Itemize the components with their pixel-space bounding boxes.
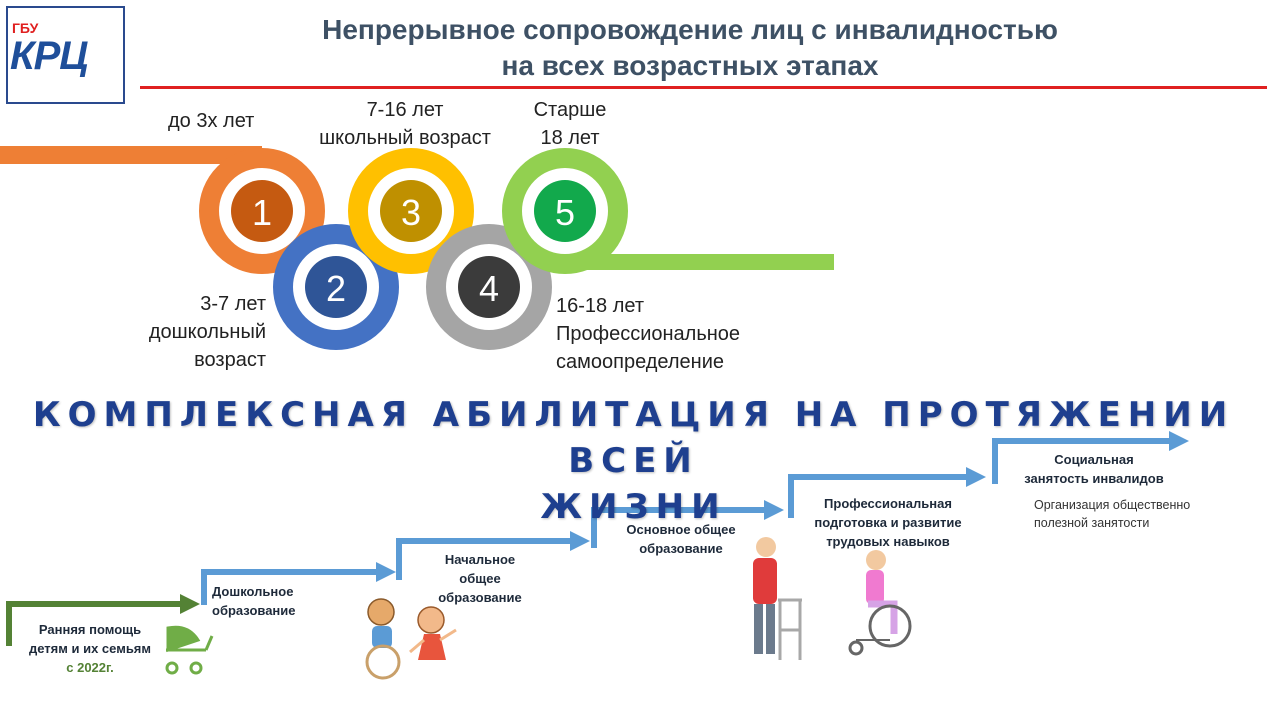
disc-number-5: 5 bbox=[555, 192, 575, 233]
stroller-icon bbox=[165, 625, 214, 675]
timeline-label-3: 7-16 лет школьный возраст bbox=[319, 99, 491, 149]
motto-heading: КОМПЛЕКСНАЯ АБИЛИТАЦИЯ НА ПРОТЯЖЕНИИ ВСЕ… bbox=[0, 392, 1267, 530]
stair-1 bbox=[6, 601, 180, 646]
stair-arrowhead-2 bbox=[376, 562, 396, 582]
stair-arrowhead-3 bbox=[570, 531, 590, 551]
timeline-label-2: 3-7 лет дошкольный возраст bbox=[148, 293, 266, 371]
ring-2 bbox=[273, 224, 399, 350]
step-label-5: Профессиональная подготовка и развитие т… bbox=[814, 496, 962, 549]
stair-2 bbox=[201, 569, 376, 605]
stair-arrowhead-5 bbox=[966, 467, 986, 487]
motto-line-1: КОМПЛЕКСНАЯ АБИЛИТАЦИЯ НА ПРОТЯЖЕНИИ ВСЕ… bbox=[32, 395, 1235, 481]
children-icon bbox=[365, 598, 457, 680]
step-note: с 2022г. bbox=[66, 660, 114, 675]
stair-6 bbox=[992, 438, 1169, 484]
wheelchair-woman-icon bbox=[848, 550, 912, 656]
title-line-2: на всех возрастных этапах bbox=[501, 50, 879, 81]
stair-5 bbox=[788, 474, 966, 518]
ring-4 bbox=[426, 224, 552, 350]
timeline-orange-line bbox=[0, 146, 262, 164]
timeline-green-line bbox=[565, 254, 834, 270]
ring-3 bbox=[348, 148, 474, 274]
step-label-1: Ранняя помощь детям и их семьям с 2022г. bbox=[12, 620, 168, 677]
disc-5 bbox=[534, 180, 596, 242]
header-divider bbox=[140, 86, 1267, 89]
timeline-label-4: 16-18 лет Профессиональное самоопределен… bbox=[556, 295, 741, 373]
title-line-1: Непрерывное сопровождение лиц с инвалидн… bbox=[322, 14, 1058, 45]
disc-number-2: 2 bbox=[326, 268, 346, 309]
stair-4 bbox=[591, 507, 764, 548]
step-label-4: Основное общее образование bbox=[626, 522, 736, 556]
logo bbox=[6, 6, 125, 104]
step-label-3: Начальное общее образование bbox=[438, 552, 522, 605]
stair-3 bbox=[396, 538, 570, 580]
stair-arrowhead-4 bbox=[764, 500, 784, 520]
stair-arrowhead-1 bbox=[180, 594, 200, 614]
disc-number-4: 4 bbox=[479, 268, 499, 309]
staircase bbox=[201, 431, 1189, 605]
logo-main-text: КРЦ bbox=[10, 34, 88, 78]
stair-arrowhead-6 bbox=[1169, 431, 1189, 451]
disc-number-1: 1 bbox=[252, 192, 272, 233]
step-label-2: Дошкольное образование bbox=[212, 584, 296, 618]
disc-1 bbox=[231, 180, 293, 242]
ring-1 bbox=[199, 148, 325, 274]
step-label-6: Социальная занятость инвалидов bbox=[1024, 452, 1164, 486]
stair-1-group bbox=[6, 594, 200, 646]
step-sub-6: Организация общественно полезной занятос… bbox=[1034, 498, 1191, 530]
timeline-label-1: до 3х лет bbox=[168, 110, 255, 132]
man-walker-icon bbox=[753, 537, 802, 660]
disc-2 bbox=[305, 256, 367, 318]
timeline-label-5: Старше 18 лет bbox=[533, 99, 607, 149]
page-title: Непрерывное сопровождение лиц с инвалидн… bbox=[300, 12, 1080, 84]
disc-3 bbox=[380, 180, 442, 242]
disc-4 bbox=[458, 256, 520, 318]
motto-line-2: ЖИЗНИ bbox=[540, 487, 727, 527]
disc-number-3: 3 bbox=[401, 192, 421, 233]
logo-small-text: ГБУ bbox=[12, 20, 39, 36]
